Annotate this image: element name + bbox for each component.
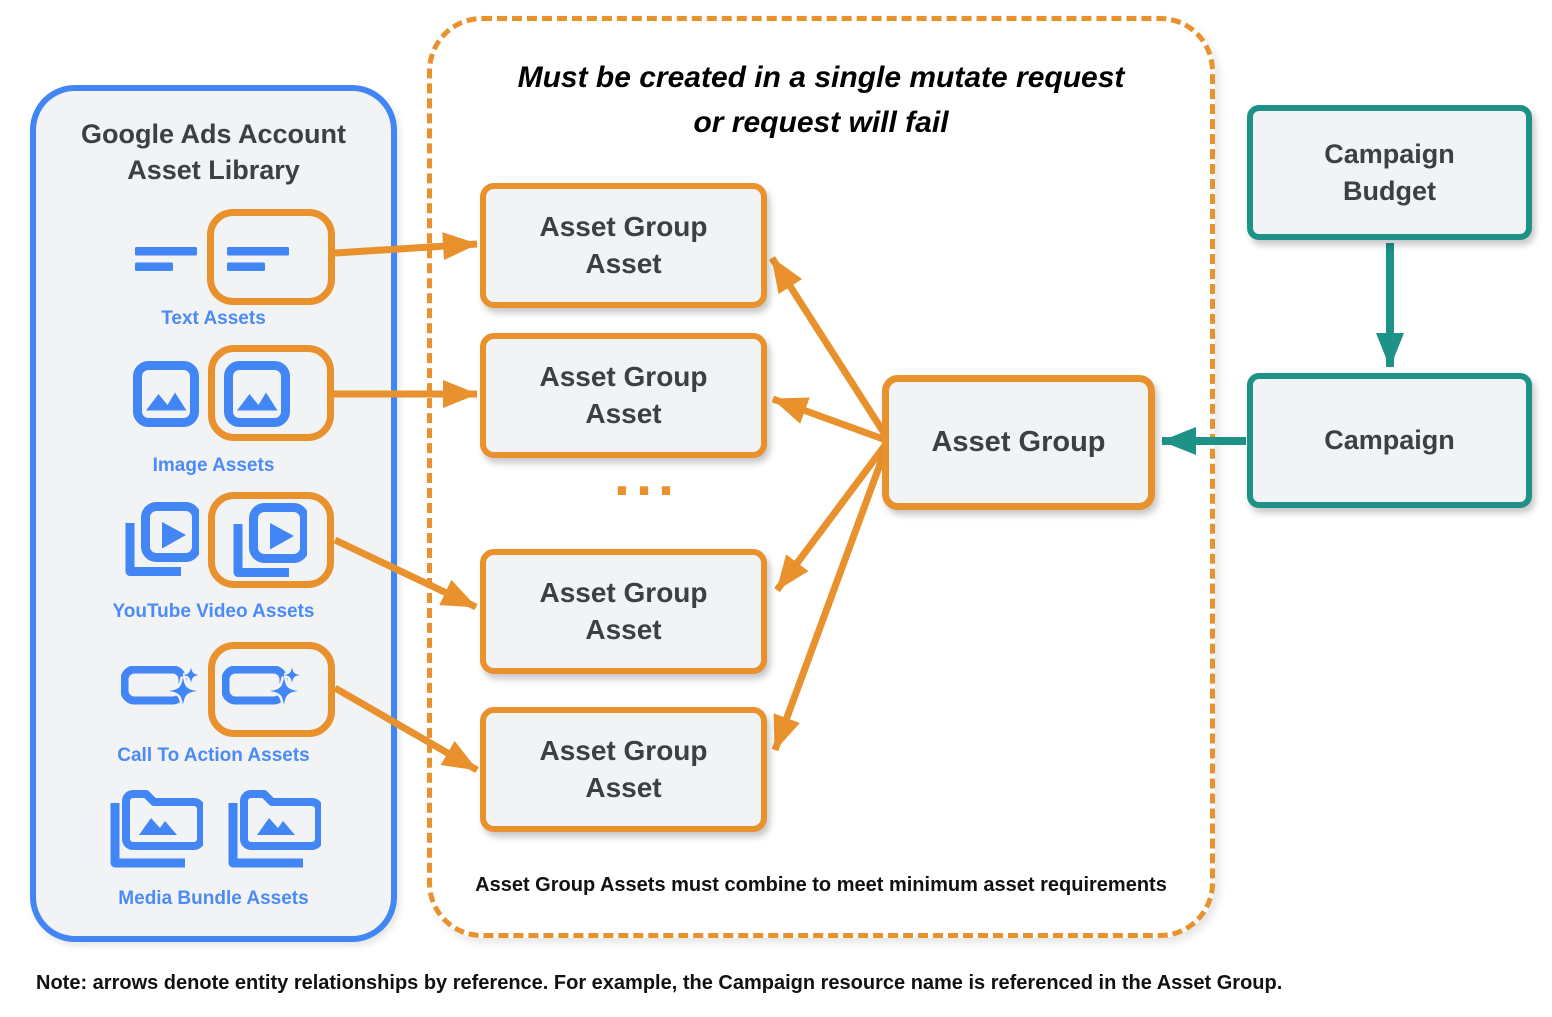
youtube-video-assets-label: YouTube Video Assets <box>112 601 315 622</box>
asset-group-label: Asset Group <box>931 426 1106 458</box>
video-play-icon <box>119 501 199 581</box>
text-asset-selected-frame <box>207 209 335 305</box>
cta-sparkle-icon <box>222 666 302 706</box>
asset-library-title: Google Ads Account Asset Library <box>80 119 346 186</box>
mutate-footnote: Asset Group Assets must combine to meet … <box>475 874 1167 896</box>
call-to-action-assets-label: Call To Action Assets <box>117 745 310 766</box>
video-asset-selected-frame <box>208 492 334 588</box>
campaign-budget-box: Campaign Budget <box>1247 105 1532 240</box>
image-icon <box>224 361 290 427</box>
cta-asset-selected-frame <box>208 642 335 737</box>
cta-sparkle-icon <box>121 666 201 706</box>
page-note: Note: arrows denote entity relationships… <box>36 972 1283 994</box>
image-assets-label: Image Assets <box>152 455 275 476</box>
mutate-request-title: Must be created in a single mutate reque… <box>517 61 1125 139</box>
ellipsis: ... <box>613 443 681 508</box>
text-assets-label: Text Assets <box>161 308 266 329</box>
asset-group-reference-arrows <box>769 256 890 752</box>
asset-group-box: Asset Group <box>882 375 1155 510</box>
library-to-asset-arrows <box>333 232 479 774</box>
asset-group-asset-box-1: Asset Group Asset <box>480 183 767 308</box>
image-asset-selected-frame <box>208 345 334 441</box>
asset-group-asset-box-2: Asset Group Asset <box>480 333 767 458</box>
media-folder-icon <box>223 788 321 868</box>
image-icon <box>133 361 199 427</box>
text-lines-icon <box>135 247 197 271</box>
asset-group-asset-box-4: Asset Group Asset <box>480 707 767 832</box>
video-play-icon <box>227 502 307 582</box>
campaign-box: Campaign <box>1247 373 1532 508</box>
text-lines-icon <box>227 247 289 271</box>
campaign-reference-arrows <box>1161 243 1404 455</box>
media-folder-icon <box>105 788 203 868</box>
media-bundle-assets-label: Media Bundle Assets <box>118 888 309 909</box>
asset-group-asset-box-3: Asset Group Asset <box>480 549 767 674</box>
